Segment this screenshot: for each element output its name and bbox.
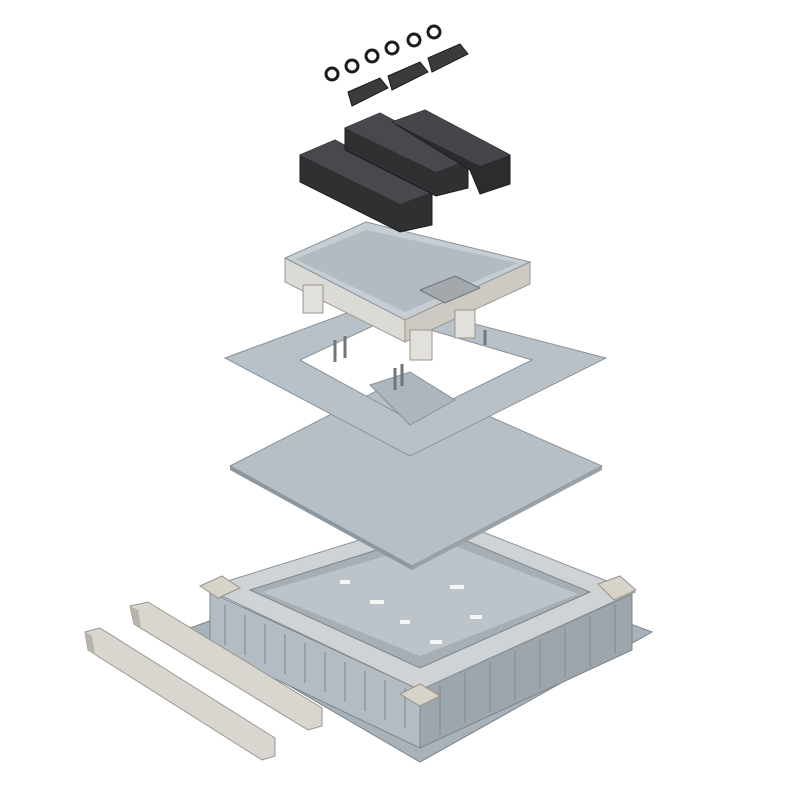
leveling-rails [84, 601, 323, 761]
corner-bracket [398, 683, 442, 707]
module [299, 139, 433, 233]
corner-bracket [597, 575, 637, 601]
corner-bracket [198, 575, 242, 599]
frame-plate [223, 299, 608, 457]
installation-modules [299, 109, 511, 233]
module [344, 112, 469, 197]
bottom-box [198, 509, 637, 749]
cassette-frame [283, 221, 532, 361]
module [390, 109, 511, 195]
small-parts [324, 24, 469, 107]
